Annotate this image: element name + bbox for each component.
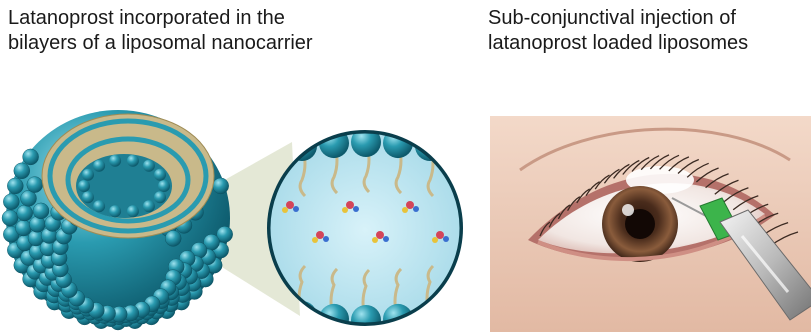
lipid-head bbox=[109, 155, 121, 167]
lipid-head bbox=[82, 191, 94, 203]
lipid-head bbox=[3, 194, 19, 210]
drug-molecule bbox=[282, 207, 288, 213]
lipid-head bbox=[27, 177, 43, 193]
lipid-head bbox=[127, 205, 139, 217]
lipid-head bbox=[447, 297, 477, 327]
lipid-head bbox=[7, 178, 23, 194]
drug-molecule bbox=[406, 201, 414, 209]
drug-molecule bbox=[376, 231, 384, 239]
lipid-head bbox=[447, 135, 477, 165]
drug-molecule bbox=[443, 236, 449, 242]
lipid-head bbox=[93, 200, 105, 212]
drug-molecule bbox=[383, 236, 389, 242]
lipid-head bbox=[23, 149, 39, 165]
eye-illustration-icon bbox=[490, 116, 811, 332]
lipid-head bbox=[14, 163, 30, 179]
lipid-head bbox=[143, 200, 155, 212]
lipid-head bbox=[21, 190, 37, 206]
drug-molecule bbox=[353, 206, 359, 212]
drug-molecule bbox=[342, 207, 348, 213]
drug-molecule bbox=[293, 206, 299, 212]
lipid-head bbox=[109, 205, 121, 217]
drug-molecule bbox=[286, 201, 294, 209]
lipid-head bbox=[154, 169, 166, 181]
lipid-head bbox=[127, 155, 139, 167]
lipid-head bbox=[143, 160, 155, 172]
drug-molecule bbox=[436, 231, 444, 239]
lipid-head bbox=[93, 160, 105, 172]
drug-molecule bbox=[372, 237, 378, 243]
lipid-tail bbox=[460, 150, 465, 200]
drug-molecule bbox=[316, 231, 324, 239]
lipid-head bbox=[17, 205, 33, 221]
lipid-head bbox=[15, 220, 31, 236]
drug-molecule bbox=[323, 236, 329, 242]
lipid-head bbox=[78, 180, 90, 192]
drug-molecule bbox=[413, 206, 419, 212]
lipid-head bbox=[158, 180, 170, 192]
drug-molecule bbox=[346, 201, 354, 209]
lipid-head bbox=[33, 203, 49, 219]
lipid-head bbox=[165, 230, 181, 246]
lipid-head bbox=[2, 210, 18, 226]
drug-molecule bbox=[312, 237, 318, 243]
lipid-head bbox=[213, 178, 229, 194]
drug-molecule bbox=[402, 207, 408, 213]
drug-molecule bbox=[432, 237, 438, 243]
liposome-cutaway-icon bbox=[2, 110, 300, 330]
lipid-tail bbox=[459, 262, 465, 312]
lipid-head bbox=[154, 191, 166, 203]
lipid-head bbox=[82, 169, 94, 181]
